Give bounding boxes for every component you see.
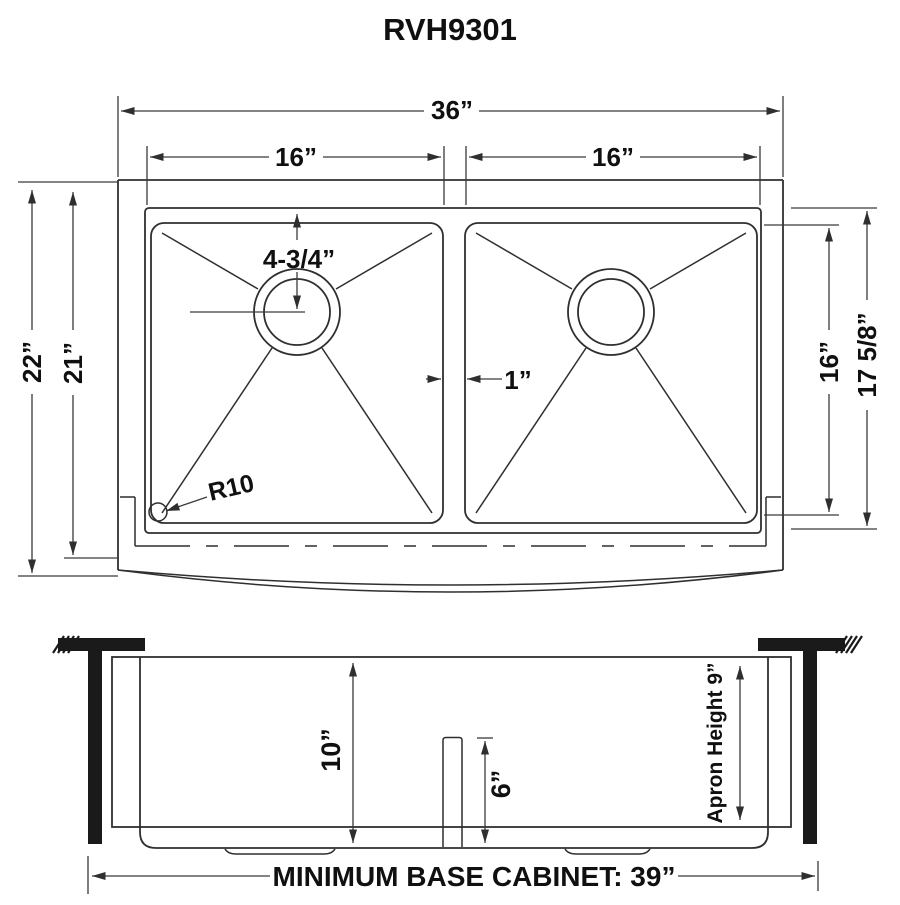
cabinet-side-left (88, 651, 102, 844)
bowl-body (139, 657, 769, 849)
bowl-rim (144, 207, 762, 534)
bowl-divider (442, 736, 463, 847)
dim-divider-width: 1” (426, 365, 532, 395)
label-corner-radius: R10 (148, 469, 257, 522)
outer-rim (117, 179, 784, 593)
apron-panel (111, 656, 792, 828)
dim-bowl-width-left: 16” (146, 142, 445, 205)
countertop-left (52, 635, 145, 654)
dim-depth-overall: 22” (17, 181, 118, 577)
dim-bowl-width-right: 16” (465, 142, 761, 205)
right-bowl (464, 222, 758, 524)
drain-fitting-right (564, 848, 651, 855)
svg-text:16”: 16” (814, 341, 844, 383)
svg-text:MINIMUM BASE CABINET: 39”: MINIMUM BASE CABINET: 39” (273, 861, 676, 892)
svg-text:R10: R10 (206, 469, 257, 507)
dim-divider-height: 6” (477, 737, 516, 843)
svg-text:36”: 36” (431, 95, 473, 125)
dim-depth-body: 21” (58, 192, 118, 559)
apron-front-curve (117, 569, 784, 586)
svg-text:16”: 16” (592, 142, 634, 172)
dim-bowl-depth: 10” (316, 663, 357, 843)
svg-text:Apron Height 9”: Apron Height 9” (704, 663, 727, 824)
drain-fitting-left (224, 848, 336, 855)
dim-min-base-cabinet: MINIMUM BASE CABINET: 39” (87, 856, 819, 894)
dim-drain-offset: 4-3/4” (190, 214, 335, 313)
cabinet-side-right (803, 651, 817, 844)
svg-text:1”: 1” (504, 365, 531, 395)
svg-text:17 5/8”: 17 5/8” (852, 312, 882, 397)
svg-text:16”: 16” (275, 142, 317, 172)
svg-text:10”: 10” (316, 728, 346, 772)
svg-text:21”: 21” (58, 342, 88, 384)
dim-bowl-front-to-back: 16” (764, 224, 844, 516)
drain-right (567, 268, 655, 356)
dim-rim-front-to-back: 17 5/8” (791, 207, 882, 530)
dim-overall-width: 36” (117, 95, 784, 177)
front-view: 10” 6” Apron Height 9” MINIMUM BASE CABI… (52, 635, 863, 894)
countertop-right (758, 635, 863, 654)
diagram-title: RVH9301 (383, 12, 517, 47)
top-view: 36” 16” 16” 22” 21” (17, 95, 882, 593)
svg-text:4-3/4”: 4-3/4” (263, 244, 335, 274)
svg-text:22”: 22” (17, 341, 47, 383)
svg-text:6”: 6” (486, 770, 516, 799)
dim-apron-height: Apron Height 9” (704, 663, 744, 824)
